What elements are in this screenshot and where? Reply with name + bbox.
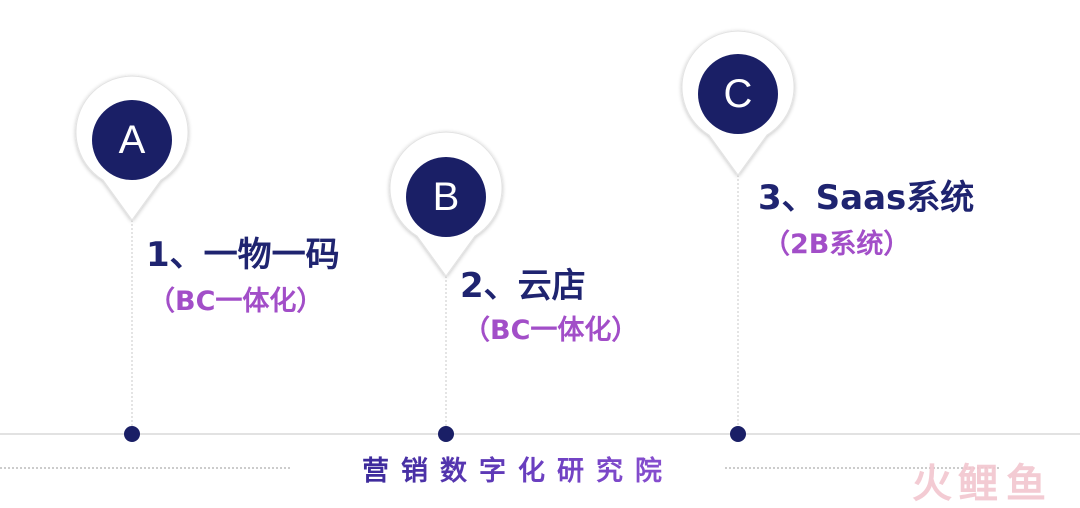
milestone-pin-b: [389, 131, 503, 442]
watermark-logo: 火 鲤 鱼: [912, 462, 1062, 506]
watermark-char-3: 鱼: [1006, 461, 1046, 507]
pin-a-circle: [92, 100, 172, 180]
milestone-c-subtitle: （2B系统）: [763, 229, 911, 260]
milestone-pin-a: [75, 75, 189, 442]
pin-a-letter: A: [118, 118, 146, 162]
milestone-c-title: 3、Saas系统: [758, 178, 975, 218]
pin-c-letter: C: [723, 72, 753, 116]
watermark-char-2: 鲤: [958, 461, 998, 507]
milestone-b-title: 2、云店: [460, 266, 586, 306]
pin-b-dot: [438, 426, 454, 442]
pin-c-circle: [698, 54, 778, 134]
milestone-b-subtitle: （BC一体化）: [463, 315, 639, 346]
watermark-char-1: 火: [912, 461, 952, 507]
footer-institute-name: 营销数字化研究院: [362, 456, 674, 487]
milestone-a-subtitle: （BC一体化）: [148, 286, 324, 317]
milestone-pin-c: [681, 30, 795, 442]
pin-a-dot: [124, 426, 140, 442]
pin-b-circle: [406, 157, 486, 237]
milestone-a-title: 1、一物一码: [146, 235, 340, 275]
pin-c-dot: [730, 426, 746, 442]
pin-b-letter: B: [432, 175, 460, 219]
